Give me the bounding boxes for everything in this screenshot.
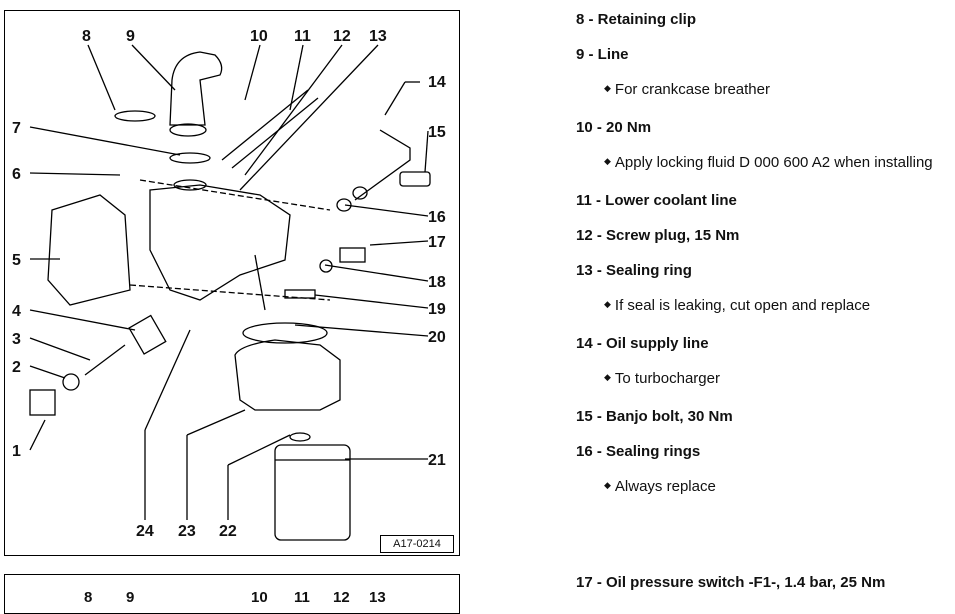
legend-item-10: 10 - 20 Nm bbox=[576, 119, 652, 136]
reference-code: A17-0214 bbox=[380, 535, 454, 553]
callout-8: 8 bbox=[82, 28, 91, 45]
callout-10: 10 bbox=[251, 589, 268, 606]
callout-19: 19 bbox=[428, 301, 446, 318]
callout-11: 11 bbox=[294, 28, 311, 45]
legend-item-13: 13 - Sealing ring bbox=[576, 262, 692, 279]
legend-note-13: ◆If seal is leaking, cut open and replac… bbox=[604, 297, 871, 314]
callout-13: 13 bbox=[369, 28, 387, 45]
callout-24: 24 bbox=[136, 523, 154, 540]
diagram-drawing: 8 9 10 11 12 13 14 15 7 6 16 17 5 18 19 … bbox=[12, 28, 446, 541]
callout-23: 23 bbox=[178, 523, 196, 540]
callout-7: 7 bbox=[12, 120, 21, 137]
callout-9: 9 bbox=[126, 28, 135, 45]
callout-2: 2 bbox=[12, 359, 21, 376]
callout-12: 12 bbox=[333, 589, 350, 606]
legend-item-15: 15 - Banjo bolt, 30 Nm bbox=[576, 408, 733, 425]
legend-item-11: 11 - Lower coolant line bbox=[576, 192, 737, 209]
legend-item-12: 12 - Screw plug, 15 Nm bbox=[576, 227, 740, 244]
legend-item-17: 17 - Oil pressure switch -F1-, 1.4 bar, … bbox=[576, 574, 886, 591]
callout-9: 9 bbox=[126, 589, 135, 606]
exploded-view-diagram bbox=[4, 10, 460, 556]
callout-3: 3 bbox=[12, 331, 21, 348]
legend-item-14: 14 - Oil supply line bbox=[576, 335, 709, 352]
legend-note-16: ◆Always replace bbox=[604, 478, 716, 495]
callout-6: 6 bbox=[12, 166, 21, 183]
callout-17: 17 bbox=[428, 234, 446, 251]
callout-5: 5 bbox=[12, 252, 21, 269]
callout-4: 4 bbox=[12, 303, 21, 320]
callout-14: 14 bbox=[428, 74, 446, 91]
callout-20: 20 bbox=[428, 329, 446, 346]
legend-note-9: ◆For crankcase breather bbox=[604, 81, 770, 98]
callout-8: 8 bbox=[84, 589, 93, 606]
callout-18: 18 bbox=[428, 274, 446, 291]
second-diagram-frame: 8 9 10 11 12 13 bbox=[4, 574, 460, 614]
callout-15: 15 bbox=[428, 124, 446, 141]
legend-item-16: 16 - Sealing rings bbox=[576, 443, 701, 460]
callout-1: 1 bbox=[12, 443, 21, 460]
callout-12: 12 bbox=[333, 28, 351, 45]
legend-item-8: 8 - Retaining clip bbox=[576, 11, 697, 28]
callout-10: 10 bbox=[250, 28, 268, 45]
callout-13: 13 bbox=[369, 589, 386, 606]
callout-22: 22 bbox=[219, 523, 237, 540]
callout-21: 21 bbox=[428, 452, 446, 469]
callout-16: 16 bbox=[428, 209, 446, 226]
callout-labels: 8 9 10 11 12 13 14 15 7 6 16 17 5 18 19 … bbox=[12, 28, 446, 540]
legend-note-10: ◆Apply locking fluid D 000 600 A2 when i… bbox=[604, 154, 933, 171]
legend-note-14: ◆To turbocharger bbox=[604, 370, 720, 387]
legend-item-9: 9 - Line bbox=[576, 46, 629, 63]
callout-11: 11 bbox=[294, 589, 310, 606]
